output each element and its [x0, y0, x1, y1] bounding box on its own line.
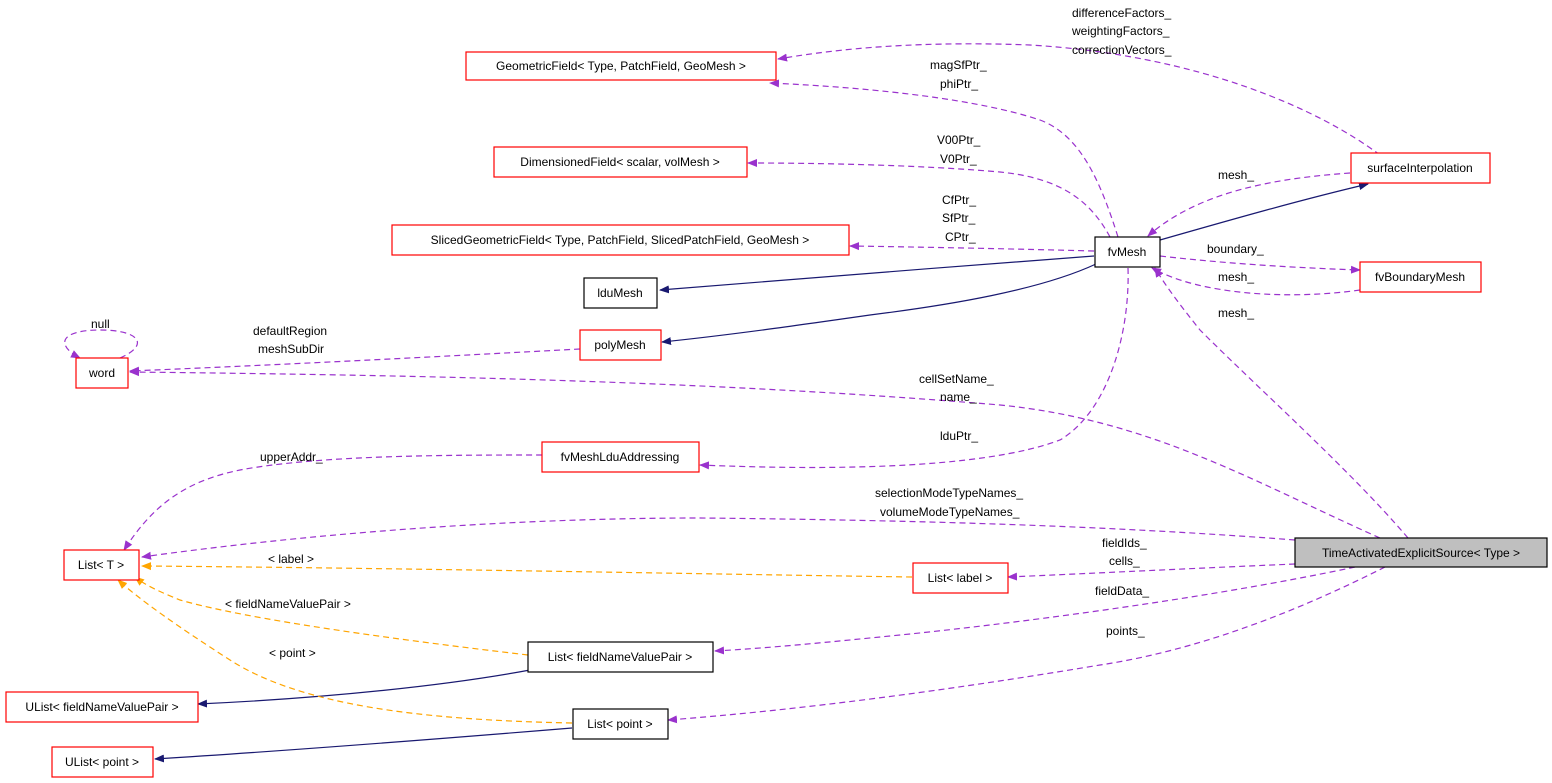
edge-fvMesh-slicedGeometricField	[849, 242, 1095, 252]
node-ldu-mesh[interactable]: lduMesh	[583, 277, 658, 309]
svg-text:fvMesh: fvMesh	[1108, 245, 1147, 259]
edge-source-word	[129, 368, 1381, 539]
edge-fvMesh-polyMesh	[661, 263, 1097, 346]
node-dimensioned-field[interactable]: DimensionedField< scalar, volMesh >	[493, 146, 748, 178]
edge-listPoint-listT	[117, 579, 573, 724]
svg-text:UList< fieldNameValuePair >: UList< fieldNameValuePair >	[25, 700, 178, 714]
edge-polyMesh-word	[129, 348, 581, 375]
label-cellSetName: cellSetName_	[919, 372, 994, 386]
label-point-template: < point >	[269, 646, 316, 660]
label-selectionModeTypeNames: selectionModeTypeNames_	[875, 486, 1023, 500]
node-surface-interpolation[interactable]: surfaceInterpolation	[1350, 152, 1491, 184]
svg-text:polyMesh: polyMesh	[594, 338, 645, 352]
svg-text:List< T >: List< T >	[78, 558, 124, 572]
label-fieldIds: fieldIds_	[1102, 536, 1147, 550]
svg-text:fvBoundaryMesh: fvBoundaryMesh	[1375, 270, 1465, 284]
label-name: name_	[940, 390, 977, 404]
node-list-label[interactable]: List< label >	[912, 562, 1009, 594]
label-weightingFactors: weightingFactors_	[1071, 24, 1170, 38]
edge-fvMesh-lduMesh	[659, 255, 1095, 294]
node-poly-mesh[interactable]: polyMesh	[579, 329, 662, 361]
label-V0Ptr: V0Ptr_	[940, 152, 977, 166]
svg-text:UList< point >: UList< point >	[65, 755, 139, 769]
label-lduPtr: lduPtr_	[940, 429, 978, 443]
edge-word-self	[64, 329, 139, 359]
svg-text:SlicedGeometricField< Type, Pa: SlicedGeometricField< Type, PatchField, …	[431, 233, 810, 247]
svg-text:lduMesh: lduMesh	[597, 286, 642, 300]
node-ulist-field-name-value-pair[interactable]: UList< fieldNameValuePair >	[5, 691, 199, 723]
edge-fvMesh-fvMeshLduAddressing	[699, 267, 1129, 470]
node-geometric-field[interactable]: GeometricField< Type, PatchField, GeoMes…	[465, 51, 777, 81]
edge-fvMesh-geometricField	[769, 79, 1119, 238]
label-meshSubDir: meshSubDir	[258, 342, 324, 356]
label-mesh-surf: mesh_	[1218, 168, 1254, 182]
edge-labels: differenceFactors_ weightingFactors_ cor…	[91, 6, 1264, 660]
edge-fvMesh-surfaceInterpolation	[1159, 182, 1369, 241]
label-fieldNameValuePair-template: < fieldNameValuePair >	[225, 597, 351, 611]
svg-text:List< label >: List< label >	[928, 571, 993, 585]
label-boundary: boundary_	[1207, 242, 1264, 256]
label-points: points_	[1106, 624, 1145, 638]
edges	[64, 43, 1409, 763]
svg-text:TimeActivatedExplicitSource< T: TimeActivatedExplicitSource< Type >	[1322, 546, 1520, 560]
svg-text:DimensionedField< scalar, volM: DimensionedField< scalar, volMesh >	[520, 155, 719, 169]
edge-surfaceInterpolation-fvMesh	[1147, 172, 1351, 237]
label-V00Ptr: V00Ptr_	[937, 133, 981, 147]
edge-source-listLabel	[1007, 563, 1296, 581]
node-sliced-geometric-field[interactable]: SlicedGeometricField< Type, PatchField, …	[391, 224, 850, 256]
label-CPtr: CPtr_	[945, 230, 976, 244]
label-phiPtr: phiPtr_	[940, 77, 978, 91]
edge-fvMesh-fvBoundaryMesh	[1159, 255, 1361, 274]
label-magSfPtr: magSfPtr_	[930, 58, 987, 72]
svg-text:GeometricField< Type, PatchFie: GeometricField< Type, PatchField, GeoMes…	[496, 59, 746, 73]
node-list-field-name-value-pair[interactable]: List< fieldNameValuePair >	[527, 641, 714, 673]
node-time-activated-explicit-source[interactable]: TimeActivatedExplicitSource< Type >	[1294, 537, 1548, 568]
node-ulist-point[interactable]: UList< point >	[51, 746, 154, 778]
node-fv-mesh[interactable]: fvMesh	[1094, 236, 1161, 268]
edge-source-fvMesh	[1154, 267, 1409, 539]
node-fv-mesh-ldu-addressing[interactable]: fvMeshLduAddressing	[541, 441, 700, 473]
label-differenceFactors: differenceFactors_	[1072, 6, 1171, 20]
svg-text:surfaceInterpolation: surfaceInterpolation	[1367, 161, 1472, 175]
edge-source-listT	[141, 517, 1296, 560]
label-mesh-boundary: mesh_	[1218, 270, 1254, 284]
edge-listLabel-listT	[141, 562, 913, 578]
label-null: null	[91, 317, 110, 331]
svg-text:word: word	[88, 366, 115, 380]
svg-text:List< fieldNameValuePair >: List< fieldNameValuePair >	[548, 650, 693, 664]
edge-surfaceInterpolation-geometricField	[777, 43, 1381, 156]
edge-fvMesh-dimensionedField	[747, 159, 1111, 238]
label-volumeModeTypeNames: volumeModeTypeNames_	[880, 505, 1020, 519]
label-upperAddr: upperAddr_	[260, 450, 323, 464]
label-defaultRegion: defaultRegion	[253, 324, 327, 338]
label-cells: cells_	[1109, 554, 1140, 568]
node-fv-boundary-mesh[interactable]: fvBoundaryMesh	[1359, 261, 1482, 293]
label-fieldData: fieldData_	[1095, 584, 1149, 598]
edge-listPoint-ulistPoint	[154, 727, 573, 763]
nodes: GeometricField< Type, PatchField, GeoMes…	[5, 51, 1548, 778]
svg-text:fvMeshLduAddressing: fvMeshLduAddressing	[561, 450, 680, 464]
label-CfPtr: CfPtr_	[942, 193, 976, 207]
svg-text:List< point >: List< point >	[587, 717, 652, 731]
label-correctionVectors: correctionVectors_	[1072, 43, 1172, 57]
node-word[interactable]: word	[75, 357, 129, 389]
edge-listFieldNameValuePair-listT	[134, 576, 529, 656]
edge-listFieldNameValuePair-ulist	[197, 669, 531, 708]
edge-source-listPoint	[667, 566, 1386, 724]
edge-fvMeshLduAddressing-listT	[123, 454, 543, 551]
label-label-template: < label >	[268, 552, 314, 566]
node-list-point[interactable]: List< point >	[572, 708, 669, 740]
edge-source-listFieldNameValuePair	[714, 566, 1356, 655]
edge-fvBoundaryMesh-fvMesh	[1151, 267, 1361, 296]
label-mesh-source: mesh_	[1218, 306, 1254, 320]
label-SfPtr: SfPtr_	[942, 211, 976, 225]
node-list-t[interactable]: List< T >	[63, 549, 140, 581]
